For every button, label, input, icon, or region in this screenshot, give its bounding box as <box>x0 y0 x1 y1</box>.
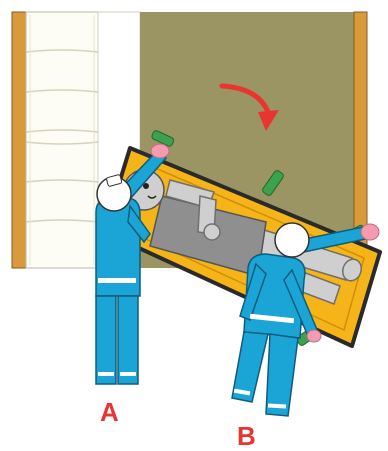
rescuer-b-label: B <box>237 423 256 449</box>
glove <box>151 144 169 158</box>
glove <box>361 224 379 240</box>
left-wall-frame <box>12 12 26 268</box>
reflective-stripe <box>98 278 136 283</box>
rescuer-a-label: A <box>100 399 119 425</box>
